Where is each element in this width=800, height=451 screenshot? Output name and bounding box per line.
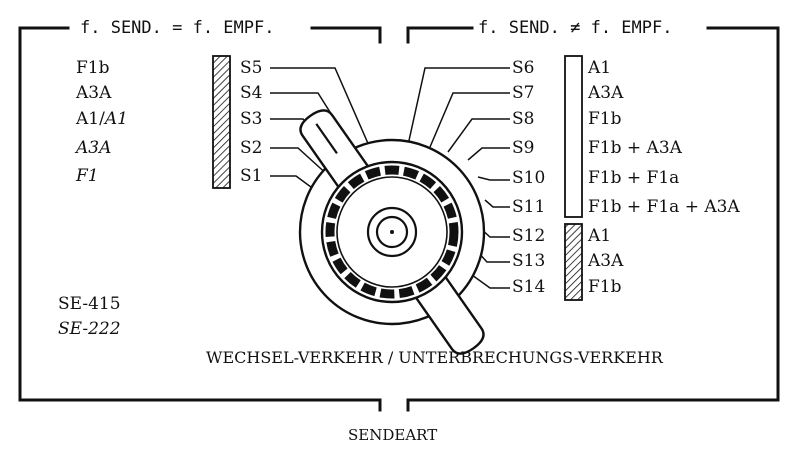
right-mode-2: A3A (588, 83, 624, 103)
left-mode-3-b: A1 (104, 109, 128, 129)
right-mode-4: F1b + A3A (588, 138, 682, 158)
rotary-knob (298, 109, 486, 355)
left-mode-1: F1b (76, 58, 110, 78)
right-mode-9: F1b (588, 277, 622, 297)
hatched-bar-right (564, 223, 583, 301)
model-label-2: SE-222 (58, 319, 121, 339)
left-mode-2: A3A (76, 83, 112, 103)
empty-bar-right (564, 55, 583, 218)
position-s6: S6 (512, 58, 535, 78)
right-mode-6: F1b + F1a + A3A (588, 197, 740, 217)
right-mode-8: A3A (588, 251, 624, 271)
position-s8: S8 (512, 109, 535, 129)
left-mode-5: F1 (76, 166, 99, 186)
position-s12: S12 (512, 226, 546, 246)
model-label-1: SE-415 (58, 294, 121, 314)
position-s4: S4 (240, 83, 263, 103)
header-right: f. SEND. ≠ f. EMPF. (478, 18, 673, 38)
figure-caption: SENDEART (348, 426, 438, 444)
position-s14: S14 (512, 277, 546, 297)
outer-frame (18, 26, 780, 412)
hatched-bar-left (212, 55, 231, 189)
position-s1: S1 (240, 166, 263, 186)
left-mode-3-a: A1/ (76, 109, 105, 129)
right-mode-5: F1b + F1a (588, 168, 680, 188)
position-s9: S9 (512, 138, 535, 158)
position-s2: S2 (240, 138, 263, 158)
header-left: f. SEND. = f. EMPF. (80, 18, 275, 38)
left-mode-3: A1/A1 (76, 111, 128, 128)
leader-lines (270, 67, 510, 289)
traffic-mode-label: WECHSEL-VERKEHR / UNTERBRECHUNGS-VERKEHR (206, 348, 663, 367)
position-s3: S3 (240, 109, 263, 129)
position-s10: S10 (512, 168, 546, 188)
position-s11: S11 (512, 197, 546, 217)
position-s13: S13 (512, 251, 546, 271)
position-s7: S7 (512, 83, 535, 103)
left-mode-4: A3A (76, 138, 112, 158)
right-mode-1: A1 (588, 58, 612, 78)
position-s5: S5 (240, 58, 263, 78)
right-mode-7: A1 (588, 226, 612, 246)
right-mode-3: F1b (588, 109, 622, 129)
